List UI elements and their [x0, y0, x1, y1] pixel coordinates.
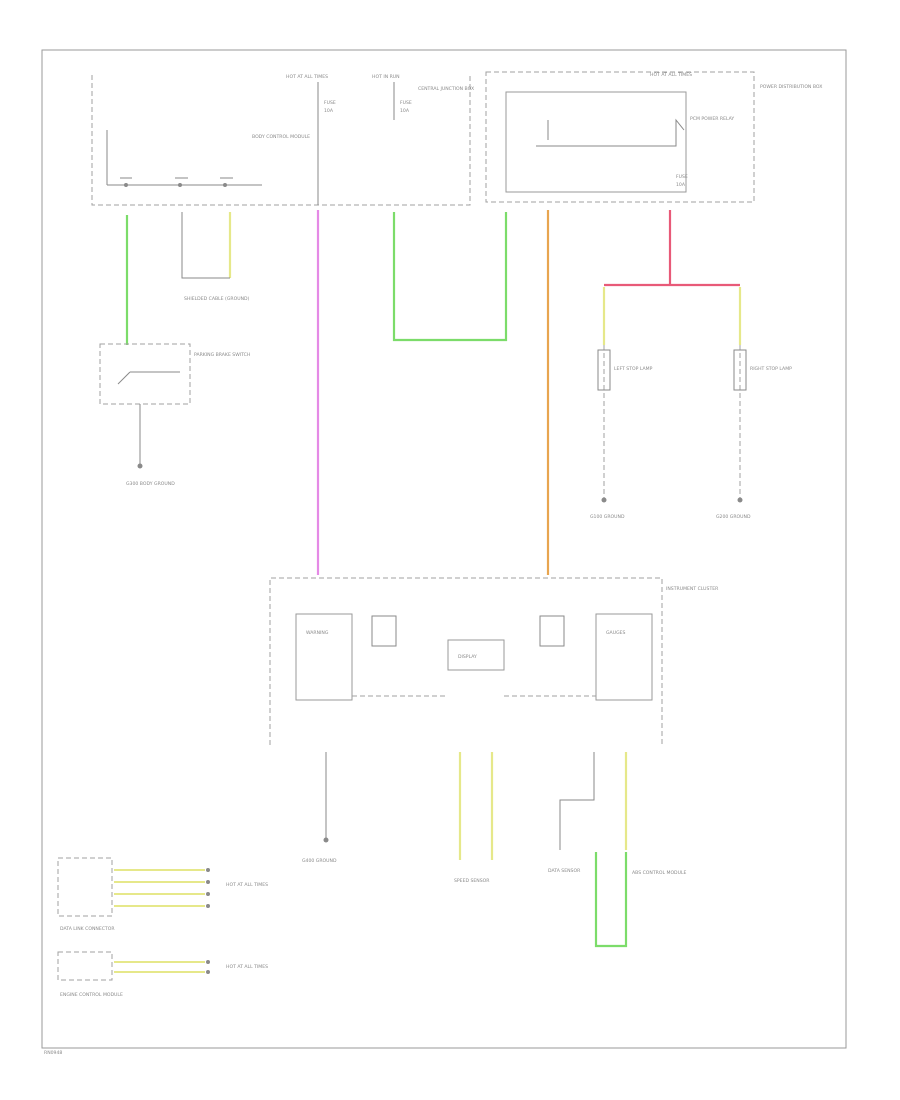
- pcm-relay-box: [505, 91, 687, 193]
- legend-2-wires: [114, 960, 210, 974]
- cluster-block-1: [295, 613, 353, 701]
- body-control-module-outline: [91, 75, 471, 206]
- right-lamp-label: RIGHT STOP LAMP: [750, 366, 792, 372]
- cluster-b2-label: DISPLAY: [458, 654, 477, 660]
- cluster-internal-lines: [352, 615, 596, 697]
- park-ground-dot: [137, 463, 143, 469]
- right-stop-lamp: [733, 345, 747, 503]
- top-hot-run-label: HOT IN RUN: [372, 74, 400, 80]
- bottom-module-label: ABS CONTROL MODULE: [632, 870, 687, 876]
- fuse-a-value: 10A: [324, 108, 334, 114]
- parking-switch-label: PARKING BRAKE SWITCH: [194, 352, 250, 358]
- legend-note-1: HOT AT ALL TIMES: [226, 882, 268, 888]
- diagram-border: [41, 49, 847, 1049]
- module-switches: [120, 177, 233, 187]
- switch-contact: [117, 371, 180, 385]
- bottom-sensor-label: DATA SENSOR: [548, 868, 581, 874]
- shielded-note: SHIELDED CABLE (GROUND): [184, 296, 250, 302]
- central-junction-label: CENTRAL JUNCTION BOX: [418, 86, 474, 92]
- right-top-hot-label: HOT AT ALL TIMES: [650, 72, 692, 78]
- right-ground-label: G200 GROUND: [716, 514, 751, 520]
- power-distribution-box: [485, 71, 755, 203]
- right-module-label: POWER DISTRIBUTION BOX: [760, 84, 822, 90]
- wire-green-abs: [594, 852, 628, 948]
- bottom-ground-label: G400 GROUND: [302, 858, 337, 864]
- wire-green-u: [392, 212, 508, 342]
- legend-note-2: HOT AT ALL TIMES: [226, 964, 268, 970]
- cluster-block-3: [595, 613, 653, 701]
- fuse-c-value: 10A: [676, 182, 686, 188]
- right-relay-label: PCM POWER RELAY: [690, 116, 734, 122]
- fuse-b-value: 10A: [400, 108, 410, 114]
- cluster-block-2: [447, 639, 505, 671]
- fuse-a-label: FUSE: [324, 100, 336, 106]
- left-lamp-label: LEFT STOP LAMP: [614, 366, 653, 372]
- wire-loop-return: [181, 212, 230, 279]
- top-hot-label: HOT AT ALL TIMES: [286, 74, 328, 80]
- fuse-c-label: FUSE: [676, 174, 688, 180]
- parking-brake-switch: [99, 343, 191, 405]
- cluster-b1-label: WARNING: [306, 630, 329, 636]
- left-module-label: BODY CONTROL MODULE: [252, 134, 310, 140]
- cluster-label: INSTRUMENT CLUSTER: [666, 586, 719, 592]
- wire-pink: [604, 210, 740, 287]
- sensor-wire: [559, 752, 595, 850]
- legend-title-2: ENGINE CONTROL MODULE: [60, 992, 123, 998]
- legend-connector-1: [57, 857, 113, 917]
- bottom-speed-label: SPEED SENSOR: [454, 878, 490, 884]
- diagram-id: RN0948: [44, 1050, 62, 1056]
- cluster-outline: [269, 577, 663, 745]
- legend-title-1: DATA LINK CONNECTOR: [60, 926, 115, 932]
- relay-contact: [536, 118, 685, 147]
- bottom-ground-dot: [323, 837, 329, 843]
- left-ground-label: G100 GROUND: [590, 514, 625, 520]
- fuse-b-label: FUSE: [400, 100, 412, 106]
- park-ground-label: G300 BODY GROUND: [126, 481, 175, 487]
- left-stop-lamp: [597, 345, 611, 503]
- legend-connector-2: [57, 951, 113, 981]
- legend-1-wires: [114, 868, 210, 908]
- cluster-b3-label: GAUGES: [606, 630, 626, 636]
